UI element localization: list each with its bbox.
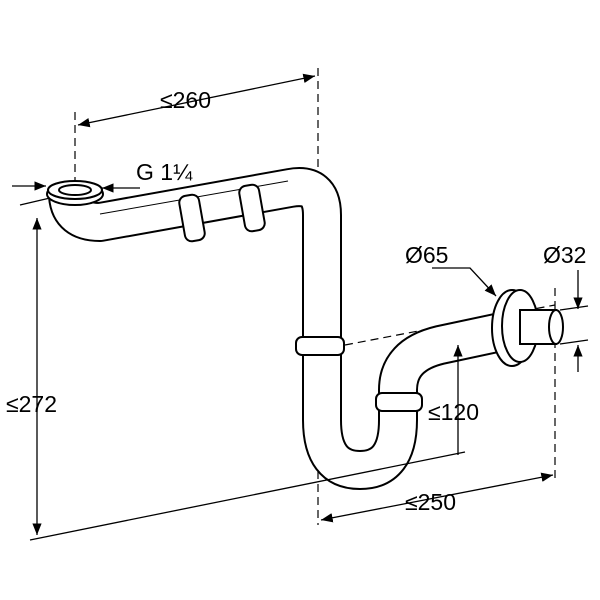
label-width-top: ≤260 [160,87,211,113]
nut-4 [375,392,423,412]
label-outlet-reach: ≤250 [405,489,456,515]
wall-flange [491,289,564,367]
label-outlet-diameter: Ø32 [543,242,586,268]
label-height-total: ≤272 [6,391,57,417]
siphon-pipe [48,167,525,490]
dim-250 [320,472,554,523]
nut-2 [238,183,266,233]
dim-260 [77,73,316,128]
pipe-nuts [178,183,423,412]
label-outlet-height: ≤120 [428,399,479,425]
ext-top [19,197,51,206]
nut-1 [178,193,206,243]
label-flange-diameter: Ø65 [405,242,448,268]
ext-bottom [29,451,466,541]
inlet-flange [46,180,104,206]
dimension-lines [12,73,589,541]
label-inlet-thread: G 1¼ [136,159,193,185]
nut-3 [295,336,345,356]
flange-leader [432,267,497,297]
